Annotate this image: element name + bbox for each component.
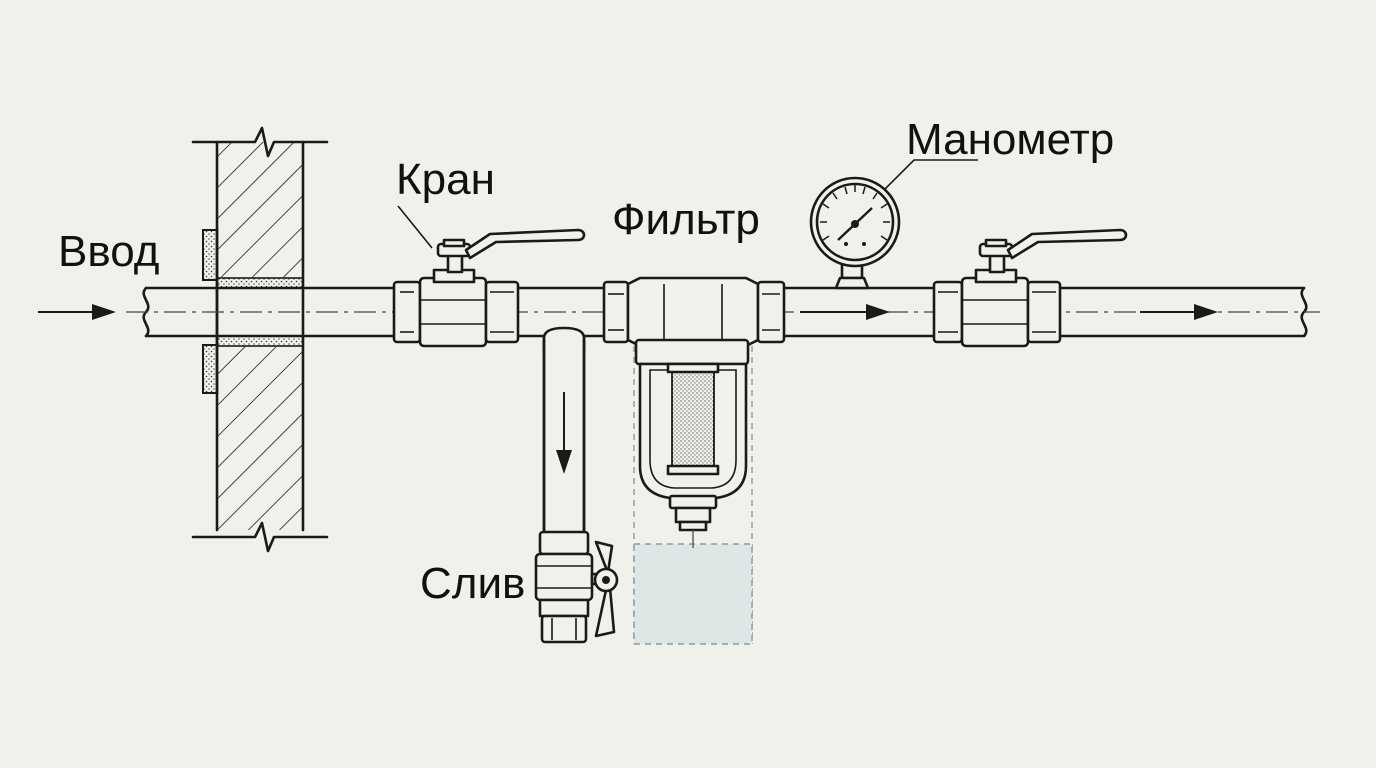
main-pipe bbox=[126, 286, 1320, 338]
leader-gauge bbox=[883, 159, 978, 191]
flow-arrow-inlet bbox=[38, 304, 116, 320]
drain-branch bbox=[542, 326, 586, 538]
ball-valve-inlet bbox=[392, 228, 586, 348]
leader-valve bbox=[397, 205, 433, 249]
leader-lines bbox=[397, 159, 978, 249]
flow-arrow-outlet bbox=[1140, 304, 1218, 320]
label-inlet: Ввод bbox=[58, 227, 159, 276]
pressure-gauge bbox=[809, 176, 901, 290]
filter bbox=[602, 276, 786, 532]
ball-valve-outlet bbox=[932, 228, 1128, 348]
wall-seal bbox=[202, 228, 304, 395]
label-filter: Фильтр bbox=[612, 195, 760, 244]
service-clearance bbox=[633, 346, 753, 645]
flow-arrow-after-gauge bbox=[800, 304, 890, 320]
wall bbox=[191, 126, 329, 553]
flow-arrow-drain bbox=[556, 450, 572, 474]
label-gauge: Манометр bbox=[906, 115, 1114, 164]
label-valve: Кран bbox=[396, 155, 495, 204]
drain-valve bbox=[534, 530, 619, 644]
label-drain: Слив bbox=[420, 559, 525, 608]
